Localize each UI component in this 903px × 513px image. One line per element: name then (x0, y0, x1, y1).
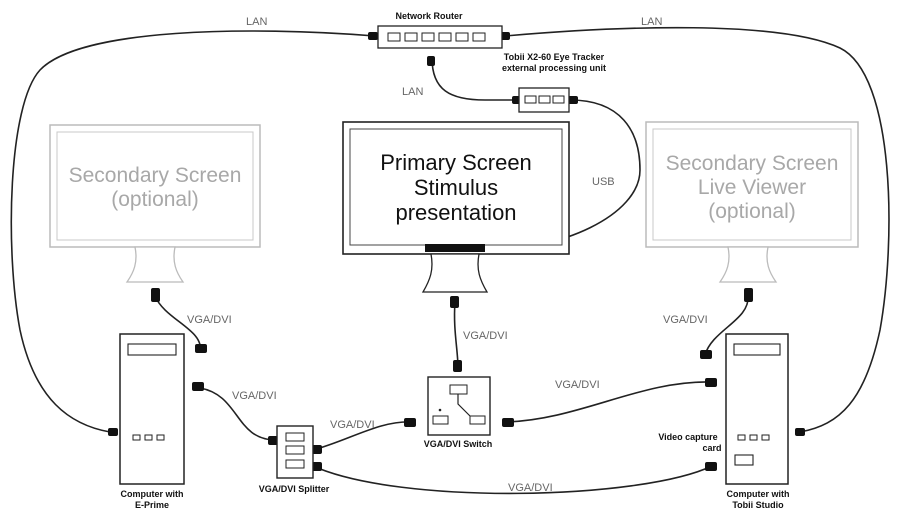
eye-tracker-unit: Tobii X2-60 Eye Tracker external process… (502, 52, 606, 113)
computer-label-line1: Computer with (727, 489, 790, 499)
switch-input-port (449, 384, 468, 395)
screen-text-line3: presentation (395, 200, 516, 225)
vga-label-splitter-switch: VGA/DVI (330, 419, 375, 431)
plug (795, 428, 805, 436)
secondary-screen-left: Secondary Screen (optional) (49, 124, 261, 283)
tracker-label-line1: Tobii X2-60 Eye Tracker (504, 52, 605, 62)
monitor-stand (421, 253, 489, 293)
vga-cable-primary-switch (453, 301, 459, 369)
computer-label-line2: Tobii Studio (732, 500, 784, 510)
switch-lever (457, 394, 471, 417)
plug (705, 462, 717, 471)
plug (700, 350, 712, 359)
plug (450, 296, 459, 308)
computer-eprime: Computer with E-Prime (119, 333, 185, 510)
plug (268, 436, 278, 445)
lan-label-tracker: LAN (402, 86, 423, 98)
primary-screen: Primary Screen Stimulus presentation (342, 121, 570, 293)
capture-label-line1: Video capture (658, 432, 717, 442)
switch-output-port (469, 415, 486, 425)
cable-plugs (108, 32, 805, 471)
plug (368, 32, 378, 40)
plug (312, 462, 322, 471)
switch-label: VGA/DVI Switch (424, 439, 493, 449)
lan-cable-left (10, 30, 376, 433)
cables (10, 26, 890, 495)
plug (502, 418, 514, 427)
screen-text-line1: Secondary Screen (666, 152, 839, 175)
monitor-stand (125, 246, 185, 283)
vga-dvi-switch: VGA/DVI Switch (424, 376, 493, 449)
video-capture-card (734, 454, 754, 466)
plug (192, 382, 204, 391)
vga-label-switch-tobii: VGA/DVI (555, 379, 600, 391)
vga-cable-splitter-switch (312, 421, 414, 451)
cable-labels: LAN LAN LAN USB VGA/DVI VGA/DVI VGA/DVI … (187, 16, 708, 494)
switch-output-port (432, 415, 449, 425)
lan-label-left: LAN (246, 16, 267, 28)
usb-label: USB (592, 176, 615, 188)
splitter-label: VGA/DVI Splitter (259, 484, 330, 494)
drive-bay (127, 343, 177, 356)
computer-label-line2: E-Prime (135, 500, 169, 510)
vga-dvi-splitter: VGA/DVI Splitter (259, 425, 330, 494)
tracker-label-line2: external processing unit (502, 63, 606, 73)
monitor-panel (652, 128, 852, 241)
screen-text-line1: Primary Screen (380, 150, 532, 175)
secondary-screen-right: Secondary Screen Live Viewer (optional) (645, 121, 859, 283)
screen-text-line3: (optional) (708, 200, 796, 223)
computer-tower (119, 333, 185, 485)
screen-text-line1: Secondary Screen (69, 164, 242, 187)
plug (404, 418, 416, 427)
monitor-panel (56, 131, 254, 241)
plug (744, 288, 753, 302)
vga-label-bottom: VGA/DVI (508, 482, 553, 494)
vga-cable-right-monitor (704, 295, 749, 356)
vga-cable-eprime-splitter (199, 387, 277, 441)
vga-label-primary-switch: VGA/DVI (463, 330, 508, 342)
vga-label-eprime-splitter: VGA/DVI (232, 390, 277, 402)
plug (312, 445, 322, 454)
router-label: Network Router (395, 11, 463, 21)
computer-label-line1: Computer with (121, 489, 184, 499)
computer-tobii: Video capture card Computer with Tobii S… (658, 333, 790, 510)
screen-text-line2: (optional) (111, 188, 199, 211)
vga-cable-switch-tobii (504, 381, 713, 423)
capture-label-line2: card (702, 443, 721, 453)
plug (427, 56, 435, 66)
vga-label-left-monitor: VGA/DVI (187, 314, 232, 326)
plug (151, 288, 160, 302)
vga-label-right-monitor: VGA/DVI (663, 314, 708, 326)
drive-bay (733, 343, 781, 356)
plug (108, 428, 118, 436)
lan-cable-tracker (431, 57, 518, 101)
plug (453, 360, 462, 372)
vga-cable-bottom (312, 465, 713, 495)
eye-tracker-bar (425, 244, 485, 252)
plug (568, 96, 578, 104)
network-router: Network Router (377, 11, 503, 49)
screen-text-line2: Stimulus (414, 175, 498, 200)
router-ports (387, 32, 486, 42)
monitor-panel (349, 128, 563, 246)
screen-text-line2: Live Viewer (698, 176, 806, 199)
lan-label-right: LAN (641, 16, 662, 28)
lan-cable-right (504, 26, 890, 433)
plug (705, 378, 717, 387)
plug (195, 344, 207, 353)
monitor-stand (718, 246, 778, 283)
